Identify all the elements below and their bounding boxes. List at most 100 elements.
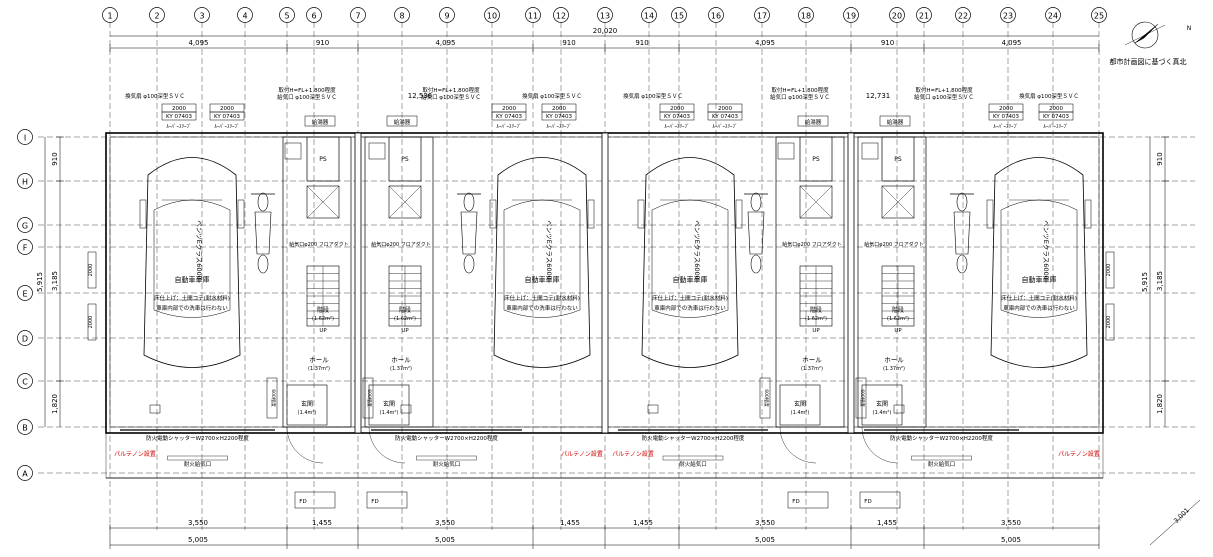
water-heater-label: 給湯器	[394, 118, 411, 126]
grid-bubble-col-label: 23	[1003, 12, 1013, 21]
ps-shaft	[306, 136, 340, 182]
bike-wheel-icon	[956, 192, 968, 212]
grid-bubble-col-label: 15	[674, 12, 684, 21]
garage-floor-note: 床仕上げ：土間コテ(耐水材料)	[504, 294, 580, 302]
window-tag	[659, 111, 695, 121]
side-window-size: 2000	[88, 264, 94, 277]
grid-bubble-col-label: 4	[242, 12, 247, 21]
door-swing	[286, 426, 324, 464]
car-label: ベンツEクラス6000	[195, 220, 203, 280]
duct-box	[799, 185, 833, 219]
fd-label: FD	[792, 499, 799, 505]
car-cabin	[651, 199, 729, 318]
grid-bubble-col-label: 6	[311, 12, 316, 21]
dim-vertical-segment: 1,820	[51, 394, 59, 414]
vent-note: 換気扇 φ100深型ＳＶＣ	[1019, 92, 1079, 100]
side-window-tag	[1105, 303, 1115, 341]
shutter-label: 防火電動シャッターW2700×H2200程度	[642, 434, 745, 442]
car-cabin	[503, 199, 581, 318]
party-wall	[847, 132, 855, 434]
vent-note: 換気扇 φ100深型ＳＶＣ	[522, 92, 582, 100]
grid-bubble-col-label: 13	[600, 12, 610, 21]
grid-bubble-col	[1091, 7, 1107, 23]
dim-overall-label: 20,020	[593, 27, 618, 35]
fd-box	[294, 491, 336, 509]
bike-wheel-icon	[257, 254, 269, 274]
motorcycle-icon	[254, 211, 272, 255]
window-tag	[988, 111, 1024, 121]
vent-box	[149, 404, 161, 414]
north-arrow-icon	[1134, 23, 1159, 44]
vent-box	[400, 404, 412, 414]
sink-icon	[861, 142, 879, 160]
shelf-label: 600程度	[859, 389, 866, 407]
ps-shaft	[388, 136, 422, 182]
grid-bubble-row	[17, 373, 33, 389]
bike-wheel-icon	[750, 254, 762, 274]
stair-up-label: UP	[812, 328, 820, 334]
hall-label: ホール	[391, 356, 411, 364]
dim-bottom-sub-label: 1,455	[560, 519, 580, 527]
sink-icon	[777, 142, 795, 160]
garage-label: 自動車車庫	[175, 275, 210, 284]
entrance-area: (1.4m²)	[298, 410, 317, 416]
dim-segment-label: 4,095	[1001, 39, 1021, 47]
hall-label: ホール	[309, 356, 329, 364]
supply-vent-note: 給気口 φ100深型ＳＶＣ	[770, 93, 830, 101]
parking-group: パルテノン設置	[1058, 450, 1100, 458]
intake-label: 耐火給気口	[433, 460, 461, 468]
sleeve-label: ﾙｰﾊﾞｰｽﾘｰﾌﾞ	[1043, 123, 1068, 130]
grid-bubble-col-label: 12	[556, 12, 566, 21]
sleeve-label: ﾙｰﾊﾞｰｽﾘｰﾌﾞ	[214, 123, 239, 130]
unit-2: ベンツEクラス6000自動車車庫床仕上げ：土間コテ(耐水材料)車庫内部での洗車は…	[362, 86, 603, 509]
parking-group: パルテノン設置	[561, 450, 603, 458]
unit-4: ベンツEクラス6000自動車車庫床仕上げ：土間コテ(耐水材料)車庫内部での洗車は…	[855, 86, 1100, 509]
bike-wheel-icon	[463, 192, 475, 212]
stair-label: 階段	[810, 306, 822, 314]
window-size: 2000	[999, 106, 1013, 112]
window-code: KY 07403	[1043, 114, 1070, 120]
water-heater-label: 給湯器	[887, 118, 904, 126]
dim-segment-label: 910	[881, 39, 894, 47]
water-heater	[386, 115, 418, 127]
window-size: 2000	[670, 106, 684, 112]
grid-bubble-row-label: C	[22, 378, 28, 387]
sleeve-label: ﾙｰﾊﾞｰｽﾘｰﾌﾞ	[546, 123, 571, 130]
vent-note: 換気扇 φ100深型ＳＶＣ	[623, 92, 683, 100]
grid-bubble-col	[889, 7, 905, 23]
dim-vertical-segment: 3,185	[1156, 271, 1164, 291]
hall-label: ホール	[884, 356, 904, 364]
intake-box	[416, 455, 477, 461]
hall-label: ホール	[802, 356, 822, 364]
floor-duct-label: 給気口φ200 フロアダクト	[864, 241, 923, 248]
dim-bottom-sub-label: 3,550	[188, 519, 208, 527]
grid-bubble-col	[279, 7, 295, 23]
grid-bubble-row	[17, 285, 33, 301]
grid-bubble-row-label: I	[24, 134, 26, 143]
dim-segment-label: 4,095	[755, 39, 775, 47]
window-tag	[1038, 111, 1074, 121]
dim-bottom-sub-label: 1,455	[877, 519, 897, 527]
intake-box	[911, 455, 972, 461]
intake-label: 耐火給気口	[679, 460, 707, 468]
window-size: 2000	[552, 106, 566, 112]
shutter-label: 防火電動シャッターW2700×H2200程度	[890, 434, 993, 442]
north-axis	[1124, 24, 1166, 46]
garage-wash-note: 車庫内部での洗車は行わない	[506, 304, 578, 312]
grid-bubble-col	[597, 7, 613, 23]
dim-bottom-sub-label: 1,455	[633, 519, 653, 527]
door-swing	[861, 426, 899, 464]
grid-bubble-row	[17, 129, 33, 145]
window-size: 2000	[172, 106, 186, 112]
garage-wash-note: 車庫内部での洗車は行わない	[1003, 304, 1075, 312]
parking-label: パルテノン設置	[561, 450, 603, 458]
garage-floor-note: 床仕上げ：土間コテ(耐水材料)	[154, 294, 230, 302]
grid-bubble-row-label: F	[23, 244, 28, 253]
duct-box	[388, 185, 422, 219]
grid-bubble-col-label: 1	[107, 12, 112, 21]
unit-1: ベンツEクラス6000自動車車庫床仕上げ：土間コテ(耐水材料)車庫内部での洗車は…	[114, 86, 352, 509]
grid-bubble-col	[553, 7, 569, 23]
car-outline	[641, 157, 739, 368]
ps-shaft	[881, 136, 915, 182]
